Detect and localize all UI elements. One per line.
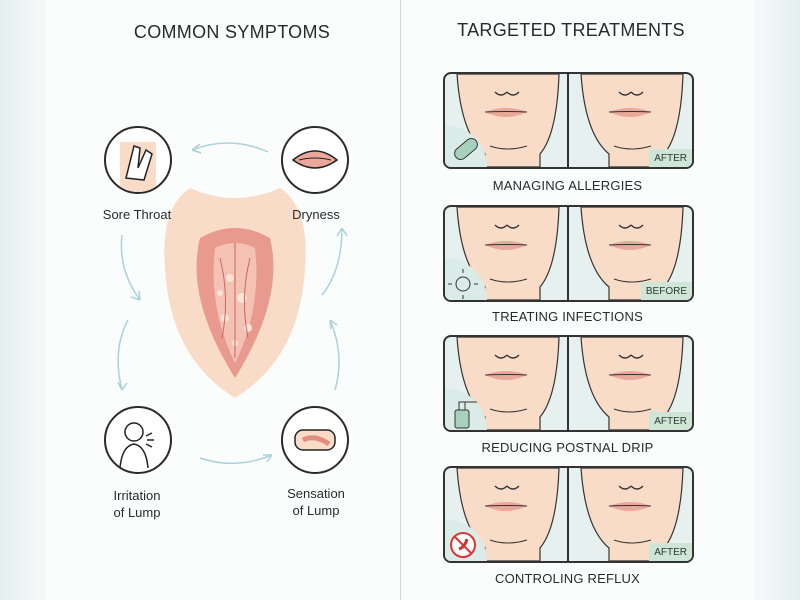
symptoms-title: COMMON SYMPTOMS	[133, 22, 331, 42]
divider	[400, 0, 401, 600]
divider	[567, 337, 569, 430]
face-after	[569, 207, 691, 300]
nasal-spray-icon	[445, 388, 487, 430]
treatments-title: TARGETED TREATMENTS	[457, 20, 685, 40]
divider	[567, 468, 569, 561]
treatment-label: CONTROLING REFLUX	[495, 571, 640, 586]
dry-lips-icon	[291, 150, 339, 169]
hand-on-throat-icon	[120, 142, 156, 192]
treatment-label: MANAGING ALLERGIES	[492, 178, 643, 193]
treatment-card: BEFORE	[443, 205, 694, 302]
symptom-icon-sensation	[281, 406, 349, 474]
divider	[567, 74, 569, 167]
treatment-card: AFTER	[443, 72, 694, 169]
divider	[567, 207, 569, 300]
tongue-icon	[294, 429, 336, 451]
face-illustration	[580, 74, 684, 167]
face-illustration	[456, 74, 560, 167]
no-spicy-food-icon	[445, 519, 487, 561]
coughing-person-icon	[119, 422, 154, 469]
throat-illustration	[164, 188, 306, 398]
face-after	[569, 468, 691, 561]
status-badge: BEFORE	[640, 282, 692, 300]
face-illustration	[456, 468, 560, 561]
background-edge	[0, 0, 40, 600]
symptom-label: Sore Throat	[102, 207, 172, 222]
treatment-label: TREATING INFECTIONS	[492, 309, 643, 324]
treatment-card: AFTER	[443, 466, 694, 563]
treatment-label: REDUCING POSTNAL DRIP	[481, 440, 654, 455]
face-illustration	[580, 207, 684, 300]
face-illustration	[456, 207, 560, 300]
symptom-icon-irritation	[104, 406, 172, 474]
face-illustration	[580, 468, 684, 561]
arrow	[329, 319, 340, 391]
treatment-card: AFTER	[443, 335, 694, 432]
face-after	[569, 74, 691, 167]
symptom-icon-sore-throat	[104, 126, 172, 194]
arrow	[321, 227, 343, 296]
face-illustration	[580, 337, 684, 430]
arrow	[191, 142, 269, 153]
status-badge: AFTER	[649, 412, 692, 430]
face-after	[569, 337, 691, 430]
face-before	[445, 74, 567, 167]
arrow	[199, 454, 273, 465]
symptom-arrows	[117, 142, 348, 465]
virus-icon	[445, 258, 487, 300]
status-badge: AFTER	[649, 149, 692, 167]
face-before	[445, 468, 567, 561]
arrow	[120, 234, 141, 301]
symptom-label: Dryness	[292, 207, 340, 222]
face-before	[445, 337, 567, 430]
pill-icon	[445, 125, 487, 167]
background-edge	[760, 0, 800, 600]
arrow	[117, 319, 129, 391]
symptom-icon-dryness	[281, 126, 349, 194]
status-badge: AFTER	[649, 543, 692, 561]
face-illustration	[456, 337, 560, 430]
face-before	[445, 207, 567, 300]
